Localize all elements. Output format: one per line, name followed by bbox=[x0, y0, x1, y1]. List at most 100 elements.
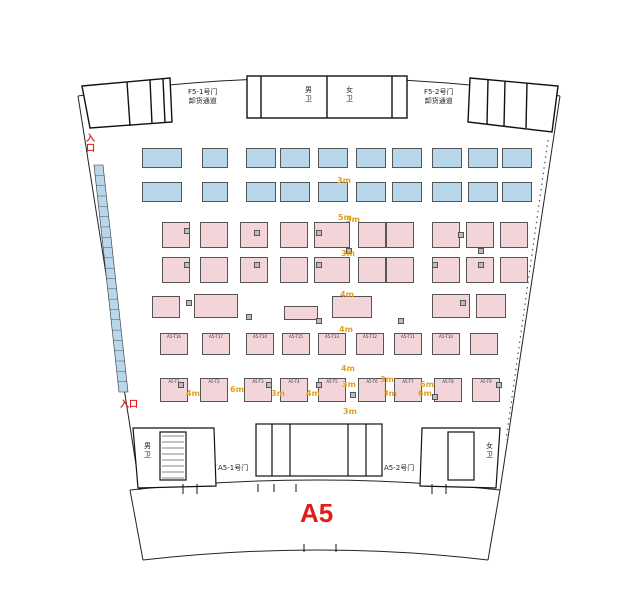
pink-booth[interactable] bbox=[432, 222, 460, 248]
pink-booth[interactable] bbox=[162, 222, 190, 248]
f5-1-door-title: F5-1号门 bbox=[188, 88, 218, 96]
blue-booth[interactable] bbox=[280, 148, 310, 168]
bottom-row-booth[interactable]: A5-T7 bbox=[394, 378, 422, 402]
pink-booth[interactable] bbox=[194, 294, 238, 318]
pillar[interactable] bbox=[246, 314, 252, 320]
pink-booth[interactable] bbox=[386, 257, 414, 283]
blue-booth[interactable] bbox=[392, 182, 422, 202]
pillar[interactable] bbox=[350, 392, 356, 398]
blue-booth[interactable] bbox=[318, 182, 348, 202]
pillar[interactable] bbox=[460, 300, 466, 306]
blue-booth[interactable] bbox=[468, 182, 498, 202]
pillar[interactable] bbox=[316, 382, 322, 388]
pink-booth[interactable] bbox=[358, 257, 386, 283]
pink-booth[interactable] bbox=[280, 222, 308, 248]
pillar[interactable] bbox=[184, 262, 190, 268]
t-row-booth[interactable]: A5-T17 bbox=[202, 333, 230, 355]
f5-2-door bbox=[467, 77, 559, 133]
blue-booth[interactable] bbox=[202, 148, 228, 168]
blue-booth[interactable] bbox=[142, 182, 182, 202]
t-row-booth[interactable]: A5-T11 bbox=[394, 333, 422, 355]
pink-booth[interactable] bbox=[200, 257, 228, 283]
pillar[interactable] bbox=[184, 228, 190, 234]
top-male-restroom-label: 男 卫 bbox=[305, 86, 312, 103]
bottom-row-booth[interactable]: A5-T4 bbox=[280, 378, 308, 402]
pillar[interactable] bbox=[316, 262, 322, 268]
top-entrance-label: 入 口 bbox=[86, 134, 96, 154]
pink-booth[interactable] bbox=[284, 306, 318, 320]
pillar[interactable] bbox=[496, 382, 502, 388]
pillar[interactable] bbox=[186, 300, 192, 306]
pink-booth[interactable] bbox=[314, 257, 350, 283]
t-row-booth[interactable]: A5-T13 bbox=[318, 333, 346, 355]
distance-marker: 3m bbox=[342, 380, 356, 389]
blue-booth[interactable] bbox=[432, 182, 462, 202]
pink-booth[interactable] bbox=[466, 257, 494, 283]
blue-booth[interactable] bbox=[468, 148, 498, 168]
bottom-row-booth[interactable]: A5-T8 bbox=[434, 378, 462, 402]
pink-booth[interactable] bbox=[476, 294, 506, 318]
blue-booth[interactable] bbox=[202, 182, 228, 202]
t-row-booth[interactable]: A5-T15 bbox=[282, 333, 310, 355]
pink-booth[interactable] bbox=[280, 257, 308, 283]
pillar[interactable] bbox=[178, 382, 184, 388]
blue-booth[interactable] bbox=[142, 148, 182, 168]
bottom-row-booth[interactable]: A5-T2 bbox=[200, 378, 228, 402]
pink-booth[interactable] bbox=[500, 257, 528, 283]
pink-booth[interactable] bbox=[332, 296, 372, 318]
pink-booth[interactable] bbox=[200, 222, 228, 248]
blue-booth[interactable] bbox=[502, 182, 532, 202]
pillar[interactable] bbox=[346, 248, 352, 254]
bottom-row-booth[interactable]: A5-T9 bbox=[472, 378, 500, 402]
distance-marker: 6m bbox=[230, 385, 244, 394]
left-column-booths bbox=[93, 164, 129, 393]
distance-marker: 3m bbox=[337, 176, 351, 185]
pink-booth[interactable] bbox=[432, 294, 470, 318]
pillar[interactable] bbox=[478, 248, 484, 254]
pink-booth[interactable] bbox=[162, 257, 190, 283]
blue-booth[interactable] bbox=[318, 148, 348, 168]
t-row-booth[interactable]: A5-T10 bbox=[432, 333, 460, 355]
distance-marker: 4m bbox=[339, 325, 353, 334]
pink-booth[interactable] bbox=[152, 296, 180, 318]
blue-booth[interactable] bbox=[432, 148, 462, 168]
t-row-booth[interactable]: A5-T14 bbox=[246, 333, 274, 355]
blue-booth[interactable] bbox=[280, 182, 310, 202]
pillar[interactable] bbox=[254, 262, 260, 268]
pillar[interactable] bbox=[266, 382, 272, 388]
blue-booth[interactable] bbox=[502, 148, 532, 168]
blue-booth[interactable] bbox=[356, 148, 386, 168]
pink-booth[interactable] bbox=[240, 257, 268, 283]
pink-booth[interactable] bbox=[466, 222, 494, 248]
hall-a5-label: A5 bbox=[300, 498, 334, 528]
pillar[interactable] bbox=[316, 230, 322, 236]
bottom-female-restroom-label: 女 卫 bbox=[486, 442, 493, 459]
pillar[interactable] bbox=[432, 262, 438, 268]
pillar[interactable] bbox=[432, 394, 438, 400]
t-row-booth[interactable]: A5-T12 bbox=[356, 333, 384, 355]
pillar[interactable] bbox=[254, 230, 260, 236]
bottom-center-block bbox=[255, 423, 383, 477]
f5-1-door-label: F5-1号门 卸货通道 bbox=[188, 88, 217, 106]
f5-2-door-title: F5-2号门 bbox=[424, 88, 454, 96]
top-restroom-block bbox=[246, 75, 408, 119]
blue-booth[interactable] bbox=[246, 148, 276, 168]
bottom-row-booth[interactable]: A5-T5 bbox=[318, 378, 346, 402]
pillar[interactable] bbox=[398, 318, 404, 324]
top-female-restroom-label: 女 卫 bbox=[346, 86, 353, 103]
t-row-booth[interactable]: A5-T16 bbox=[160, 333, 188, 355]
pillar[interactable] bbox=[458, 232, 464, 238]
t-row-booth[interactable] bbox=[470, 333, 498, 355]
pink-booth[interactable] bbox=[500, 222, 528, 248]
blue-booth[interactable] bbox=[392, 148, 422, 168]
pillar[interactable] bbox=[478, 262, 484, 268]
pink-booth[interactable] bbox=[386, 222, 414, 248]
f5-2-door-subtitle: 卸货通道 bbox=[424, 97, 453, 105]
pink-booth[interactable] bbox=[358, 222, 386, 248]
blue-booth[interactable] bbox=[356, 182, 386, 202]
pillar[interactable] bbox=[316, 318, 322, 324]
pink-booth[interactable] bbox=[432, 257, 460, 283]
blue-booth[interactable] bbox=[246, 182, 276, 202]
bottom-row-booth[interactable]: A5-T6 bbox=[358, 378, 386, 402]
